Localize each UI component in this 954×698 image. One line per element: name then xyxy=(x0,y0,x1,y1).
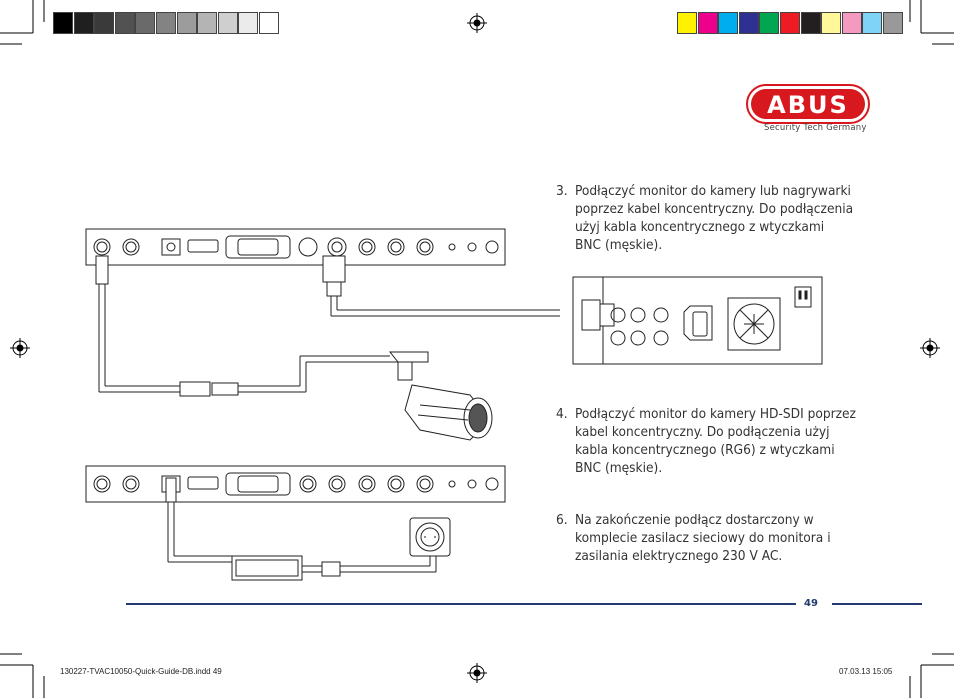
color-swatch xyxy=(677,12,697,34)
color-swatch xyxy=(114,12,135,34)
color-swatch xyxy=(156,12,176,34)
step-number: 4. xyxy=(556,406,568,422)
monitor-panel-diagram xyxy=(85,465,506,503)
color-swatch xyxy=(759,12,780,34)
color-swatch xyxy=(259,12,279,34)
instruction-step-6: 6. Na zakończenie podłącz dostarczony w … xyxy=(556,511,886,565)
color-swatch xyxy=(841,12,862,34)
wall-socket-diagram xyxy=(409,517,451,557)
color-swatch xyxy=(217,12,238,34)
registration-mark-icon xyxy=(467,663,487,683)
color-swatch xyxy=(73,12,94,34)
registration-mark-icon xyxy=(920,338,940,358)
color-swatch xyxy=(135,12,156,34)
slug-filename: 130227-TVAC10050-Quick-Guide-DB.indd 49 xyxy=(60,667,222,676)
color-swatch xyxy=(738,12,759,34)
logo-tagline: Security Tech Germany xyxy=(764,123,867,133)
color-swatch xyxy=(197,12,218,34)
color-swatch xyxy=(862,12,883,34)
instruction-step-4: 4. Podłączyć monitor do kamery HD-SDI po… xyxy=(556,405,886,477)
instruction-step-3: 3. Podłączyć monitor do kamery lub nagry… xyxy=(556,182,886,254)
color-swatch xyxy=(53,12,73,34)
step-text: Na zakończenie podłącz dostarczony w kom… xyxy=(575,512,831,564)
registration-mark-icon xyxy=(467,13,487,33)
abus-logo: ABUS xyxy=(746,84,870,124)
color-swatch xyxy=(883,12,903,34)
slug-date: 07.03.13 15:05 xyxy=(839,667,893,676)
monitor-panel-diagram xyxy=(85,228,506,266)
footer-rule-right xyxy=(832,603,922,605)
color-swatch xyxy=(94,12,115,34)
connection-diagram xyxy=(85,228,560,581)
color-swatch xyxy=(176,12,197,34)
logo-text: ABUS xyxy=(767,91,849,119)
footer-rule-left xyxy=(126,603,796,605)
color-swatch xyxy=(780,12,800,34)
step-number: 6. xyxy=(556,512,568,528)
power-adapter-diagram xyxy=(231,555,303,581)
color-swatch xyxy=(238,12,259,34)
step-number: 3. xyxy=(556,183,568,199)
color-swatch xyxy=(697,12,718,34)
step-text: Podłączyć monitor do kamery HD-SDI poprz… xyxy=(575,406,856,476)
camera-diagram xyxy=(388,351,493,441)
color-swatch xyxy=(800,12,821,34)
color-swatch xyxy=(718,12,739,34)
color-swatch xyxy=(821,12,842,34)
step-text: Podłączyć monitor do kamery lub nagrywar… xyxy=(575,183,854,253)
recorder-diagram xyxy=(572,276,823,365)
registration-mark-icon xyxy=(10,338,30,358)
page-number: 49 xyxy=(804,598,818,609)
